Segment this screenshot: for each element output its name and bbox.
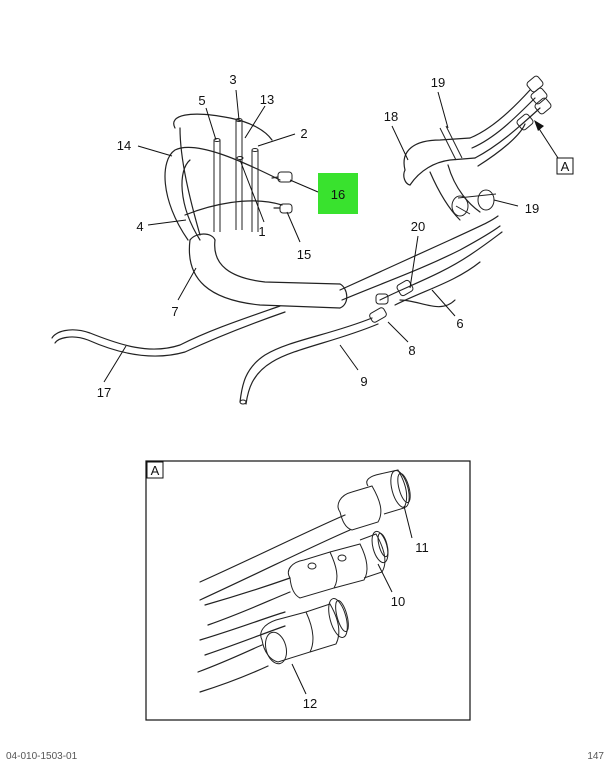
label-10: 10 (391, 594, 405, 609)
label-14: 14 (117, 138, 131, 153)
main-label-group: 1 2 3 4 5 6 7 8 9 13 14 15 16 17 18 19 1… (97, 72, 574, 400)
label-16: 16 (331, 187, 345, 202)
label-11: 11 (415, 540, 429, 555)
label-20: 20 (411, 219, 425, 234)
label-7: 7 (171, 304, 178, 319)
view-marker: A (561, 159, 570, 174)
label-17: 17 (97, 385, 111, 400)
label-9: 9 (360, 374, 367, 389)
label-8: 8 (408, 343, 415, 358)
footer-left: 04-010-1503-01 (6, 751, 78, 761)
detail-label-group: 11 10 12 (303, 540, 429, 711)
label-15: 15 (297, 247, 311, 262)
main-leaders (103, 89, 559, 383)
detail-view-a: A (145, 460, 471, 721)
label-1: 1 (258, 224, 265, 239)
label-5: 5 (198, 93, 205, 108)
label-3: 3 (229, 72, 236, 87)
highlight-box (318, 173, 358, 214)
footer-right: 147 (587, 751, 604, 761)
label-6: 6 (456, 316, 463, 331)
main-view (51, 75, 552, 405)
label-2: 2 (300, 126, 307, 141)
label-12: 12 (303, 696, 317, 711)
label-13: 13 (260, 92, 274, 107)
detail-title: A (151, 463, 160, 478)
view-marker-box (556, 157, 574, 175)
label-19-right: 19 (525, 201, 539, 216)
label-18: 18 (384, 109, 398, 124)
label-19-top: 19 (431, 75, 445, 90)
label-4: 4 (136, 219, 143, 234)
